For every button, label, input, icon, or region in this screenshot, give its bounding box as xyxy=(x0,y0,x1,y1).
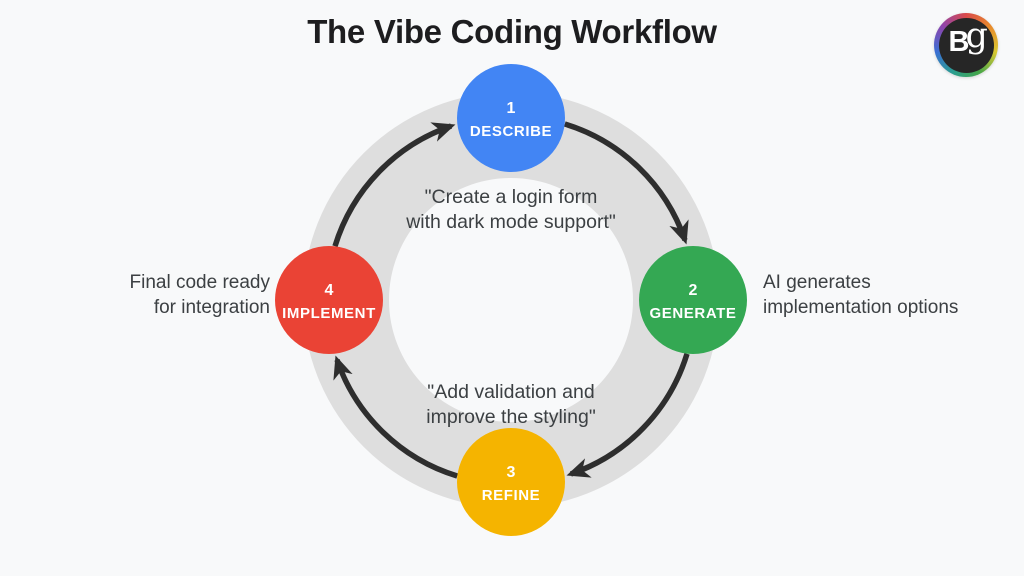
node-generate-circle xyxy=(639,246,747,354)
node-implement-circle xyxy=(275,246,383,354)
implement-note-line1: Final code ready xyxy=(130,272,271,293)
top-quote-line2: with dark mode support" xyxy=(405,211,616,233)
logo-letter-b: B xyxy=(948,25,970,58)
node-implement-label: IMPLEMENT xyxy=(282,305,376,322)
node-generate-number: 2 xyxy=(689,282,698,299)
arrow-describe-to-generate xyxy=(563,121,689,245)
generate-note-line1: AI generates xyxy=(763,272,871,293)
generate-note-line2: implementation options xyxy=(763,297,958,318)
node-refine: 3 REFINE xyxy=(457,428,565,536)
site-logo-badge: B g xyxy=(934,13,998,77)
node-generate: 2 GENERATE xyxy=(639,246,747,354)
logo-letter-g: g xyxy=(965,15,988,56)
node-describe: 1 DESCRIBE xyxy=(457,64,565,172)
node-refine-label: REFINE xyxy=(482,487,541,504)
node-refine-circle xyxy=(457,428,565,536)
node-refine-number: 3 xyxy=(507,464,516,481)
bottom-quote-line1: "Add validation and xyxy=(427,381,594,403)
node-implement: 4 IMPLEMENT xyxy=(275,246,383,354)
arrow-implement-to-describe xyxy=(332,122,456,248)
node-describe-number: 1 xyxy=(507,100,516,117)
arrow-refine-to-implement xyxy=(333,355,459,479)
page-title: The Vibe Coding Workflow xyxy=(307,13,717,50)
node-describe-label: DESCRIBE xyxy=(470,123,552,140)
site-logo-circle: B g xyxy=(938,15,994,73)
node-generate-label: GENERATE xyxy=(649,305,736,322)
arrow-generate-to-refine xyxy=(566,352,690,478)
node-implement-number: 4 xyxy=(325,282,334,299)
implement-note-line2: for integration xyxy=(154,297,270,318)
node-describe-circle xyxy=(457,64,565,172)
top-quote-line1: "Create a login form xyxy=(425,186,598,208)
bottom-quote-line2: improve the styling" xyxy=(426,406,596,428)
